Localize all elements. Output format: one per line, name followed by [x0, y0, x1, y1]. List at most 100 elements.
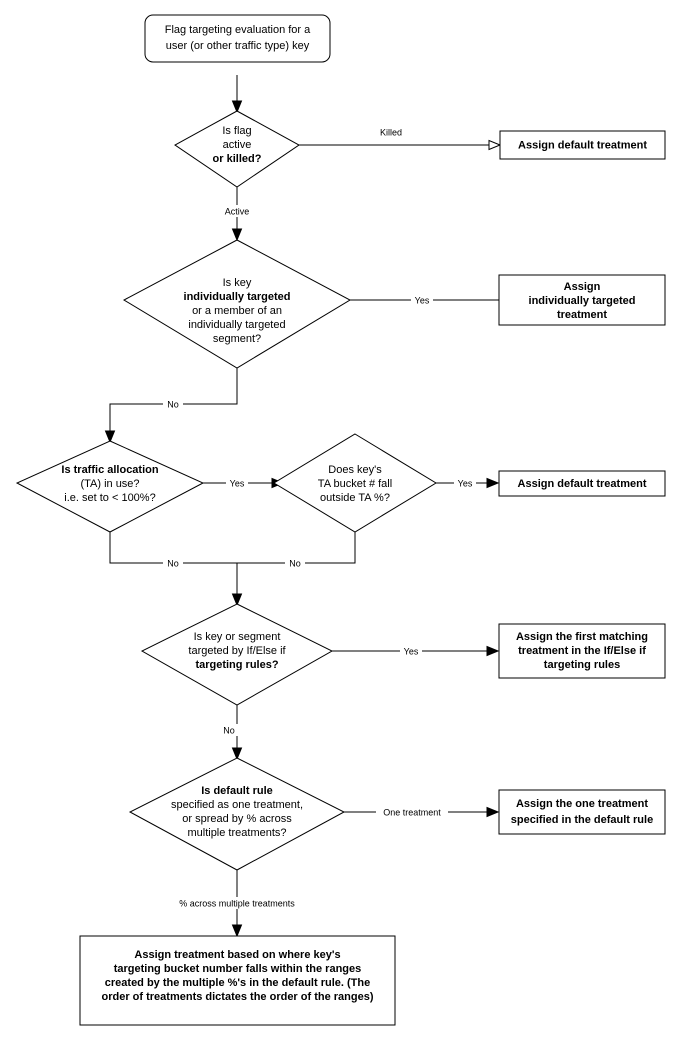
edge-label-ifelse-no: No — [219, 724, 239, 736]
decision-bucket-line-2: TA bucket # fall — [318, 478, 392, 490]
node-decision-individual: Is key individually targeted or a member… — [122, 239, 352, 369]
arrowhead-merged-to-ifelse — [231, 593, 243, 607]
assign-default-killed-label: Assign default treatment — [518, 139, 647, 151]
decision-default-line-4: multiple treatments? — [187, 827, 286, 839]
assign-percent-line-4: order of treatments dictates the order o… — [102, 991, 374, 1003]
node-assign-default-killed: Assign default treatment — [499, 130, 666, 160]
edge-label-individual-yes-text: Yes — [415, 295, 430, 305]
edge-label-ifelse-yes-bg — [400, 645, 422, 657]
edge-label-default-one-bg — [376, 806, 448, 818]
edge-label-bucket-yes-bg — [454, 477, 476, 489]
edge-label-individual-yes: Yes — [411, 294, 433, 306]
arrowhead-start-to-flag — [231, 100, 243, 114]
assign-individual-line-1: Assign — [564, 281, 601, 293]
edge-label-ta-no-text: No — [167, 558, 179, 568]
assign-default-ta-shape — [498, 470, 666, 497]
decision-individual-line-4: individually targeted — [188, 319, 285, 331]
assign-one-line-1: Assign the one treatment — [516, 798, 648, 810]
edge-label-ta-no-bg — [163, 557, 183, 569]
node-decision-traffic-allocation: Is traffic allocation (TA) in use? i.e. … — [15, 440, 205, 533]
edge-label-ifelse-yes: Yes — [400, 645, 422, 657]
edge-label-ifelse-no-bg — [219, 724, 239, 736]
edge-label-individual-no: No — [163, 398, 183, 410]
assign-percent-shape — [79, 935, 396, 1026]
start-shape — [144, 14, 331, 63]
assign-default-killed-shape — [499, 130, 666, 160]
decision-default-line-3: or spread by % across — [182, 813, 292, 825]
decision-bucket-line-1: Does key's — [328, 464, 382, 476]
decision-ifelse-line-3: targeting rules? — [195, 659, 278, 671]
edge-label-bucket-no-bg — [285, 557, 305, 569]
assign-percent-line-2: targeting bucket number falls within the… — [114, 963, 362, 975]
node-decision-default-rule: Is default rule specified as one treatme… — [128, 757, 346, 871]
arrowhead-ifelse-yes — [486, 645, 500, 657]
edge-label-killed: Killed — [373, 126, 409, 138]
edge-label-ta-no: No — [163, 557, 183, 569]
arrowhead-individual-no — [104, 430, 116, 444]
decision-default-line-1: Is default rule — [201, 785, 273, 797]
assign-default-ta-label: Assign default treatment — [518, 478, 647, 490]
node-assign-ifelse: Assign the first matching treatment in t… — [498, 623, 666, 679]
assign-individual-shape — [498, 274, 666, 326]
start-line-1: Flag targeting evaluation for a — [165, 24, 311, 36]
decision-ifelse-line-1: Is key or segment — [194, 631, 281, 643]
decision-bucket-line-3: outside TA %? — [320, 492, 390, 504]
edge-label-default-percent-text: % across multiple treatments — [179, 898, 295, 908]
decision-ta-shape — [15, 440, 205, 533]
node-assign-one-treatment: Assign the one treatment specified in th… — [498, 789, 666, 835]
edge-label-individual-no-bg — [163, 398, 183, 410]
node-assign-percent-spread: Assign treatment based on where key's ta… — [79, 935, 396, 1026]
assign-percent-line-3: created by the multiple %'s in the defau… — [105, 977, 370, 989]
edge-label-active-text: Active — [225, 206, 250, 216]
connector-ta-no — [109, 532, 237, 564]
decision-flag-line-1: Is flag — [222, 125, 251, 137]
assign-percent-line-1: Assign treatment based on where key's — [134, 949, 340, 961]
decision-individual-line-1: Is key — [223, 277, 252, 289]
decision-default-rule-shape — [128, 757, 346, 871]
decision-ifelse-line-2: targeted by If/Else if — [188, 645, 286, 657]
decision-individual-line-3: or a member of an — [192, 305, 282, 317]
edge-label-ta-yes-text: Yes — [230, 478, 245, 488]
decision-default-line-2: specified as one treatment, — [171, 799, 303, 811]
edge-label-bucket-no: No — [285, 557, 305, 569]
edge-label-bucket-yes: Yes — [454, 477, 476, 489]
edge-label-ta-yes-bg — [226, 477, 248, 489]
assign-one-treatment-shape — [498, 789, 666, 835]
assign-one-line-2: specified in the default rule — [511, 814, 653, 826]
edge-label-active: Active — [219, 205, 255, 217]
decision-flag-line-3: or killed? — [213, 153, 262, 165]
edge-label-ta-yes: Yes — [226, 477, 248, 489]
edge-label-default-one: One treatment — [376, 806, 448, 818]
node-assign-individual: Assign individually targeted treatment — [498, 274, 666, 326]
node-decision-ta-bucket: Does key's TA bucket # fall outside TA %… — [273, 433, 437, 533]
edge-label-default-percent-bg — [160, 897, 315, 909]
arrowhead-ifelse-no — [231, 747, 243, 761]
edge-label-killed-bg — [373, 126, 409, 138]
edge-label-ifelse-no-text: No — [223, 725, 235, 735]
arrowhead-bucket-yes — [486, 477, 500, 489]
edge-label-active-bg — [219, 205, 255, 217]
arrowhead-flag-active — [231, 228, 243, 242]
decision-ta-line-2: (TA) in use? — [80, 478, 139, 490]
arrowhead-flag-killed — [488, 139, 502, 151]
arrowhead-default-one — [486, 806, 500, 818]
edge-label-individual-yes-bg — [411, 294, 433, 306]
decision-flag-active-shape — [174, 110, 300, 188]
decision-ta-line-3: i.e. set to < 100%? — [64, 492, 155, 504]
assign-ifelse-line-2: treatment in the If/Else if — [518, 645, 646, 657]
assign-individual-line-3: treatment — [557, 309, 607, 321]
edge-label-individual-no-text: No — [167, 399, 179, 409]
edge-label-default-one-text: One treatment — [383, 807, 441, 817]
assign-ifelse-shape — [498, 623, 666, 679]
decision-individual-line-2: individually targeted — [184, 291, 291, 303]
node-decision-ifelse: Is key or segment targeted by If/Else if… — [140, 603, 334, 706]
decision-individual-shape — [122, 239, 352, 369]
edge-label-bucket-no-text: No — [289, 558, 301, 568]
assign-individual-line-2: individually targeted — [529, 295, 636, 307]
assign-ifelse-line-3: targeting rules — [544, 659, 620, 671]
arrowhead-default-percent — [231, 924, 243, 938]
decision-individual-line-5: segment? — [213, 333, 261, 345]
node-assign-default-ta: Assign default treatment — [498, 470, 666, 497]
